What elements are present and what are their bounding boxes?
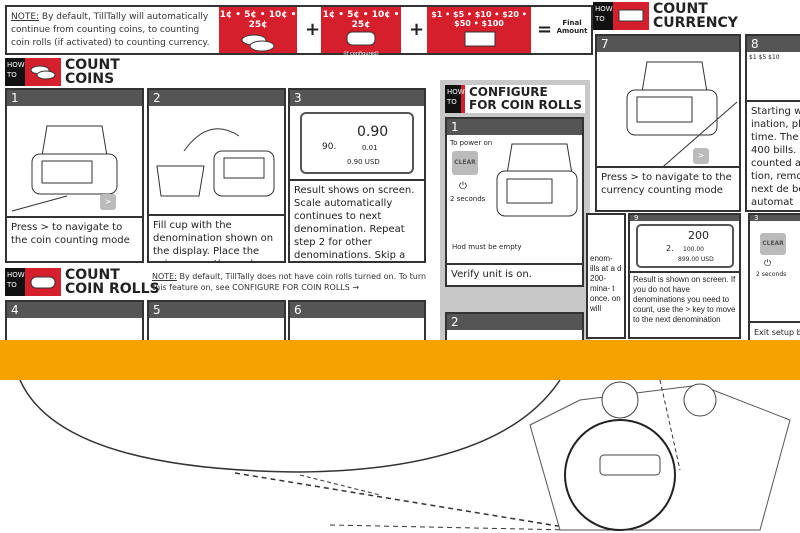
- power-icon: ⏻: [459, 181, 467, 192]
- rolls-block: 1¢ • 5¢ • 10¢ • 25¢(if configured): [321, 7, 401, 57]
- orange-band: [0, 340, 800, 380]
- display-count: 90.: [322, 142, 337, 152]
- power-icon: ⏻: [764, 259, 772, 269]
- step-7-panel: 7 > Press > to navigate to the currency …: [595, 34, 741, 212]
- display-total: 0.90 USD: [347, 158, 380, 166]
- note-text: NOTE: By default, TillTally will automat…: [11, 12, 210, 48]
- coin-rolls-icon: [346, 31, 376, 46]
- clear-button-icon: CLEAR: [452, 151, 478, 175]
- bills-icon: [613, 2, 649, 30]
- configure-step-1-caption: Verify unit is on.: [447, 263, 582, 285]
- note-banner: NOTE: By default, TillTally will automat…: [5, 5, 593, 57]
- step-1-panel: 1 > Press > to navigate to the coin coun…: [5, 88, 144, 263]
- step-number: 2: [149, 90, 284, 106]
- step-8-caption: Starting wit ination, plac time. The ho …: [747, 100, 800, 210]
- seconds-label: 2 seconds: [450, 195, 486, 203]
- display-value: 0.01: [362, 144, 378, 152]
- next-key-icon: >: [100, 194, 116, 210]
- display-screen: 0.90 90. 0.01 0.90 USD: [300, 112, 414, 174]
- scale-illustration: [11, 125, 118, 212]
- display-main: 0.90: [357, 124, 389, 140]
- bill-labels: $1 $5 $10: [749, 54, 780, 61]
- step-9-panel: 9 200 2. 100.00 899.00 USD Result is sho…: [628, 213, 741, 339]
- power-on-label: To power on: [450, 139, 493, 147]
- coins-icon: [241, 34, 275, 52]
- clear-button-icon: CLEAR: [760, 233, 786, 255]
- step-number: 3: [290, 90, 424, 106]
- step-9-caption: Result is shown on screen. If you do not…: [630, 271, 739, 337]
- step-number: 1: [447, 119, 582, 135]
- display-screen: 200 2. 100.00 899.00 USD: [636, 224, 734, 268]
- next-key-icon: >: [693, 148, 709, 164]
- partial-panel: enom- ills at a d 200- mina- t once. on …: [586, 213, 626, 339]
- scale-illustration: [626, 61, 738, 173]
- display-value: 100.00: [683, 246, 704, 253]
- seconds-label: 2 seconds: [756, 271, 787, 278]
- step-3-panel: 3 0.90 90. 0.01 0.90 USD Result shows on…: [288, 88, 426, 263]
- plus-sign: +: [305, 19, 321, 40]
- display-count: 2.: [666, 244, 674, 253]
- step-3-caption: Result shows on screen. Scale automatica…: [290, 179, 424, 261]
- step-8-panel: 8 $1 $5 $10 Starting wit ination, plac t…: [745, 34, 800, 212]
- setup-step-3-panel: 3 CLEAR ⏻ 2 seconds Exit setup b: [748, 213, 800, 353]
- step-number: 3: [750, 215, 800, 222]
- step-2-caption: Fill cup with the denomination shown on …: [149, 214, 284, 261]
- display-total: 899.00 USD: [678, 256, 714, 263]
- configure-step-1: 1 To power on CLEAR ⏻ 2 seconds Hod must…: [445, 117, 584, 287]
- step-1-caption: Press > to navigate to the coin counting…: [7, 216, 142, 261]
- hod-note: Hod must be empty: [452, 243, 522, 251]
- coins-block: 1¢ • 5¢ • 10¢ • 25¢: [219, 7, 297, 53]
- machine-closeup-illustration: [19, 380, 791, 531]
- rolls-note: NOTE: By default, TillTally does not hav…: [152, 272, 427, 292]
- bills-block: $1 • $5 • $10 • $20 • $50 • $100: [427, 7, 531, 53]
- final-amount: Final Amount: [556, 19, 588, 35]
- step-2-panel: 2 Fill cup with the denomination shown o…: [147, 88, 286, 263]
- coin-rolls-icon: [25, 268, 61, 296]
- bills-icon: [464, 31, 496, 47]
- step-number: 1: [7, 90, 142, 106]
- step-7-caption: Press > to navigate to the currency coun…: [597, 166, 739, 210]
- plus-sign: +: [409, 19, 425, 40]
- coins-icon: [25, 58, 61, 86]
- display-main: 200: [688, 229, 709, 242]
- step-number: 9: [630, 215, 739, 222]
- partial-panel-text: enom- ills at a d 200- mina- t once. on …: [590, 254, 622, 313]
- coin-cup-illustration: [156, 128, 275, 197]
- scale-illustration: [496, 143, 578, 217]
- step-number: 8: [747, 36, 800, 52]
- step-number: 7: [597, 36, 739, 52]
- equals-sign: =: [537, 19, 553, 40]
